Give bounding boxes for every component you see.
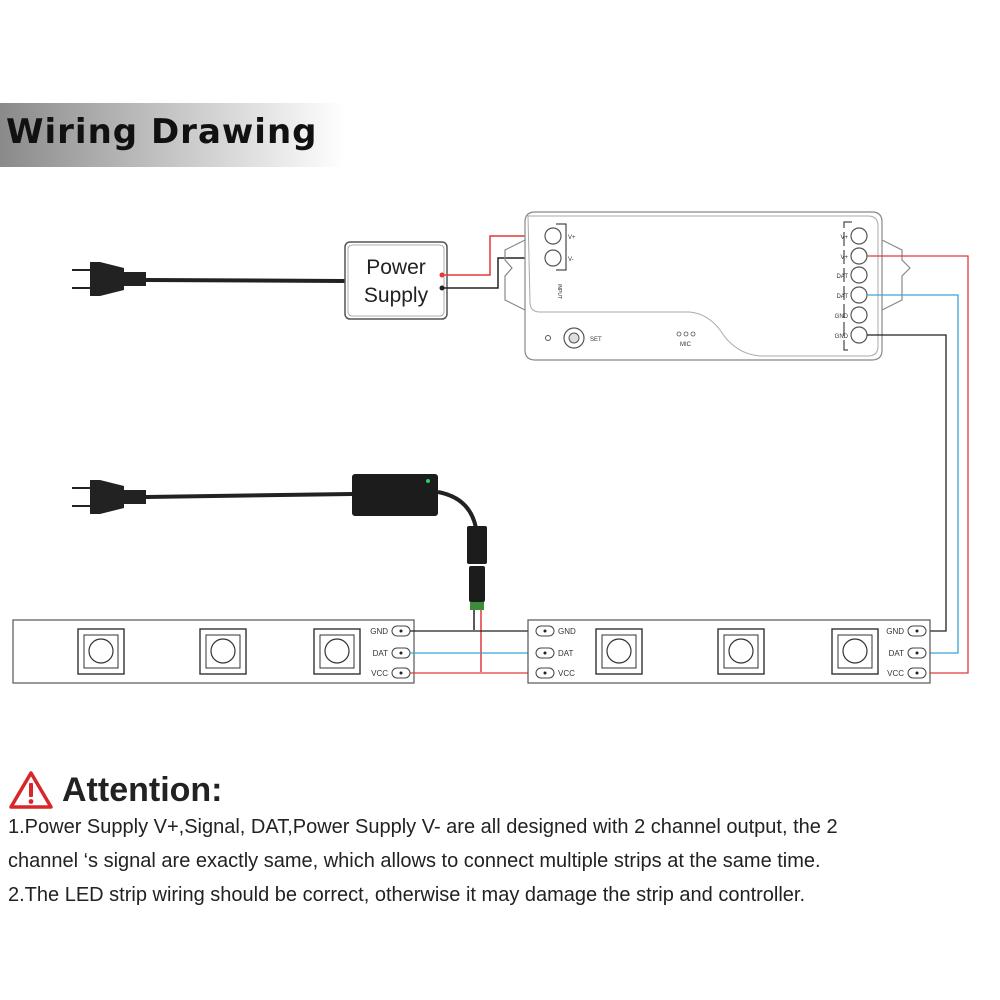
- attention-line-1: 1.Power Supply V+,Signal, DAT,Power Supp…: [8, 816, 838, 838]
- wiring-diagram: Power Supply V+ V- INPUT SET MIC: [12, 211, 969, 684]
- ps-positive-wire: [442, 235, 548, 276]
- led-chip: [199, 628, 247, 675]
- led-chip: [313, 628, 361, 675]
- left-strip-vcc-label: VCC: [371, 669, 388, 678]
- left-strip-gnd-label: GND: [370, 627, 388, 636]
- title-banner: [0, 103, 345, 167]
- attention-line-3: 2.The LED strip wiring should be correct…: [8, 884, 806, 906]
- led-chip: [831, 628, 879, 675]
- attention-line-2: channel ‘s signal are exactly same, whic…: [8, 850, 821, 872]
- right-strip-in-gnd-label: GND: [558, 627, 576, 636]
- warning-icon: [9, 771, 53, 809]
- gnd-output-wire: [867, 334, 947, 632]
- input-label-vminus: V-: [568, 257, 574, 263]
- vcc-output-wire: [867, 255, 969, 674]
- input-label-vplus: V+: [568, 235, 576, 241]
- right-strip-out-dat-label: DAT: [889, 649, 905, 658]
- right-strip-in-vcc-label: VCC: [558, 669, 575, 678]
- plug-icon: [72, 262, 146, 296]
- plug-icon: [72, 480, 146, 514]
- power-supply-box: Power Supply: [344, 241, 448, 320]
- right-strip-out-gnd-label: GND: [886, 627, 904, 636]
- power-cable: [145, 278, 346, 283]
- led-chip: [77, 628, 125, 675]
- adapter-led-icon: [426, 479, 430, 483]
- adapter-cable: [145, 492, 353, 499]
- input-label: INPUT: [556, 284, 562, 299]
- led-strip-left: GND DAT VCC: [12, 619, 415, 684]
- attention-title: Attention:: [62, 770, 223, 809]
- set-label: SET: [590, 337, 602, 343]
- right-strip-in-dat-label: DAT: [558, 649, 574, 658]
- led-strip-right: GND DAT VCC GND DAT VCC: [527, 619, 931, 684]
- data-output-wire: [867, 294, 959, 654]
- power-supply-label-line1: Power: [366, 256, 426, 279]
- output-label-5: GND: [835, 314, 849, 320]
- mic-label: MIC: [680, 342, 692, 348]
- power-adapter: [352, 474, 487, 610]
- led-chip: [595, 628, 643, 675]
- right-strip-out-vcc-label: VCC: [887, 669, 904, 678]
- left-strip-dat-label: DAT: [373, 649, 389, 658]
- power-supply-label-line2: Supply: [364, 284, 429, 307]
- attention-header: Attention:: [8, 770, 988, 810]
- page-title: Wiring Drawing: [6, 112, 318, 152]
- controller: V+ V- INPUT SET MIC V+ V+ DAT DAT GND GN…: [504, 211, 911, 361]
- output-label-6: GND: [835, 334, 849, 340]
- ps-negative-wire: [442, 257, 548, 289]
- output-label-2: V+: [840, 255, 848, 261]
- led-chip: [717, 628, 765, 675]
- output-label-3: DAT: [836, 274, 848, 280]
- output-label-4: DAT: [836, 294, 848, 300]
- output-label-1: V+: [840, 235, 848, 241]
- attention-section: Attention: 1.Power Supply V+,Signal, DAT…: [8, 770, 988, 912]
